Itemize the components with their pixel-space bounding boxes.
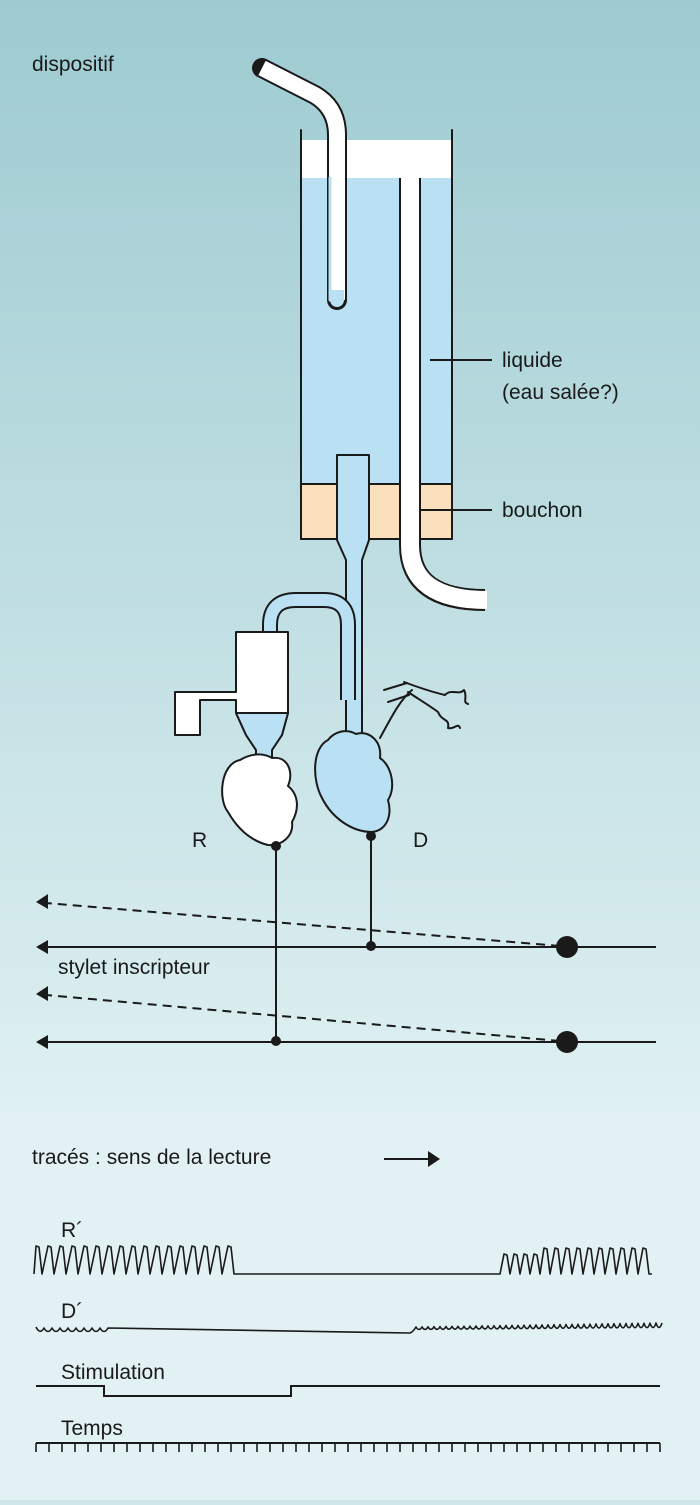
setup-labels: dispositif liquide (eau salée?) bouchon … [32,53,619,979]
trace-d-prime [35,1322,663,1334]
outlet-tube [399,178,488,611]
traces-panel: tracés : sens de la lecture R´ D´ Stimul… [32,1146,663,1452]
label-heart-r: R [192,829,207,852]
label-stylus: stylet inscripteur [58,956,210,979]
lever-d-deflected [45,902,561,947]
lever-d-rest-arrowhead [36,940,48,954]
recording-levers [36,831,656,1053]
lever-r-deflected-arrowhead [36,986,48,1001]
setup-title: dispositif [32,53,114,76]
vagus-nerve-electrodes [379,681,469,739]
lever-r-pivot [556,1031,578,1053]
trace-time-ticks [35,1443,661,1452]
label-trace-stimulation: Stimulation [61,1361,165,1384]
heart-d [314,730,394,833]
trace-stimulation [36,1385,660,1397]
lever-d-knot [366,941,376,951]
trace-r-prime [33,1245,652,1275]
lever-d-pivot [556,936,578,958]
inlet-tube [252,58,347,310]
traces-heading: tracés : sens de la lecture [32,1146,271,1169]
lever-r-knot [271,1036,281,1046]
label-trace-r: R´ [61,1219,83,1242]
lever-d-deflected-arrowhead [36,894,48,909]
label-trace-d: D´ [61,1300,83,1323]
traces-background [0,1112,700,1500]
label-liquid-note: (eau salée?) [502,381,619,404]
label-trace-time: Temps [61,1417,123,1440]
label-heart-d: D [413,829,428,852]
vessel-stopper [301,484,452,539]
vessel [300,129,453,540]
lever-r-deflected [45,994,561,1042]
apparatus [174,58,488,847]
vessel-headspace [301,140,452,178]
reading-direction-arrow [384,1151,440,1167]
heart-r [221,753,298,847]
label-stopper: bouchon [502,499,583,522]
siphon-tube [262,592,356,740]
vessel-liquid [301,178,452,484]
lever-d-attach [366,831,376,841]
lever-r-rest-arrowhead [36,1035,48,1049]
lever-r-attach [271,841,281,851]
label-liquid: liquide [502,349,563,372]
